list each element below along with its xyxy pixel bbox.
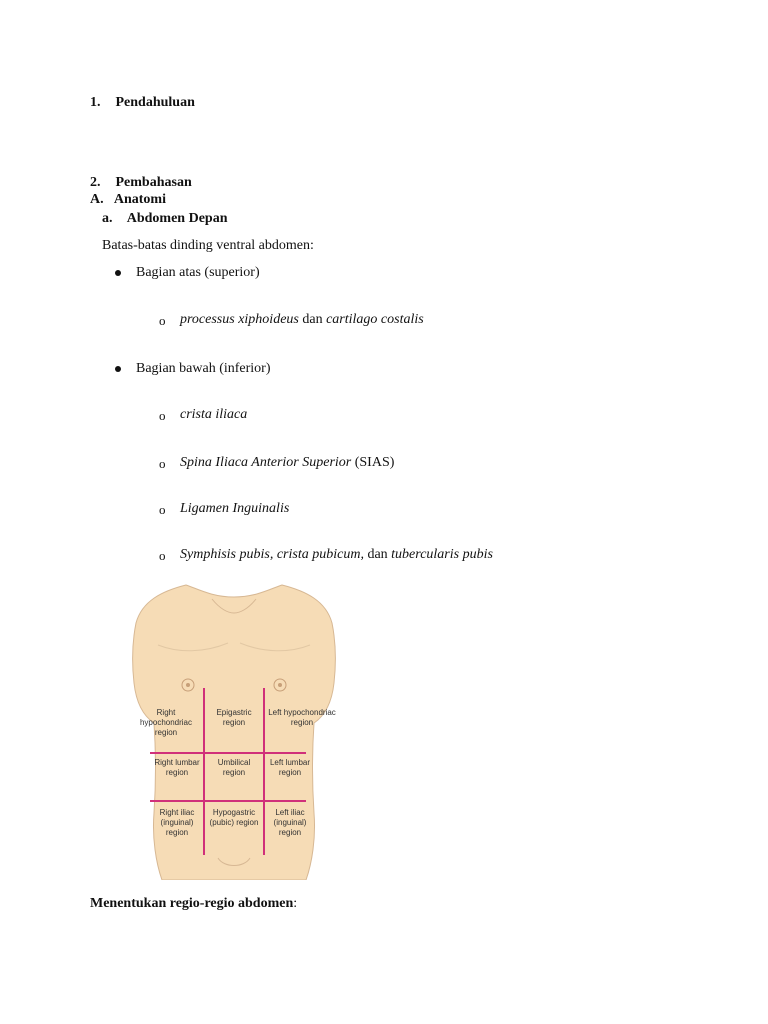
region-right-hypochondriac: Right hypochondriac region [139, 708, 193, 737]
abdomen-regions-figure: Right hypochondriac region Epigastric re… [128, 583, 340, 881]
regions-heading: Menentukan regio-regio abdomen: [90, 896, 297, 912]
region-umbilical: Umbilical region [217, 758, 251, 777]
nipple-right-icon [273, 678, 287, 692]
section-1-heading: 1. Pendahuluan [90, 95, 195, 111]
nipple-left-icon [181, 678, 195, 692]
region-grid-lines [150, 688, 306, 855]
intro-text: Batas-batas dinding ventral abdomen: [102, 238, 314, 253]
region-right-lumbar: Right lumbar region [154, 758, 200, 777]
circle-bullet-icon: o [159, 313, 166, 328]
region-hypogastric: Hypogastric (pubic) region [209, 808, 259, 827]
superior-item-1-a: processus xiphoideus [180, 312, 299, 327]
regions-heading-colon: : [293, 896, 298, 911]
superior-item-1-b: dan [298, 312, 327, 327]
circle-bullet-icon: o [159, 502, 166, 517]
inferior-label: Bagian bawah (inferior) [136, 361, 271, 376]
subsection-a-number: a. [102, 211, 113, 226]
inferior-item-4: Symphisis pubis, crista pubicum, dan tub… [180, 547, 493, 563]
region-left-hypochondriac: Left hypochondriac region [268, 708, 336, 727]
torso-shape [132, 584, 336, 881]
section-2-number: 2. [90, 175, 101, 190]
region-right-iliac: Right iliac (inguinal) region [159, 808, 195, 837]
inferior-item-2: Spina Iliaca Anterior Superior (SIAS) [180, 455, 394, 471]
region-epigastric: Epigastric region [216, 708, 252, 727]
region-left-iliac: Left iliac (inguinal) region [273, 808, 307, 837]
circle-bullet-icon: o [159, 456, 166, 471]
bullet-icon [115, 366, 121, 372]
superior-label: Bagian atas (superior) [136, 265, 260, 280]
superior-item-1-c: cartilago costalis [326, 312, 424, 327]
inferior-item-2-a: Spina Iliaca Anterior Superior [180, 455, 352, 470]
section-a-number: A. [90, 192, 104, 207]
inferior-item-2-b: (SIAS) [351, 455, 395, 470]
section-a-title: Anatomi [113, 192, 166, 207]
inferior-item-4-a: Symphisis pubis, crista pubicum, [180, 547, 364, 562]
section-1-title: Pendahuluan [115, 95, 195, 110]
circle-bullet-icon: o [159, 548, 166, 563]
regions-heading-bold: Menentukan regio-regio abdomen [90, 896, 294, 911]
section-1-number: 1. [90, 95, 101, 110]
inferior-item-4-b: dan [363, 547, 392, 562]
region-left-lumbar: Left lumbar region [269, 758, 311, 777]
superior-item-1: processus xiphoideus dan cartilago costa… [180, 312, 424, 328]
inferior-item-4-c: tubercularis pubis [391, 547, 493, 562]
inferior-item-3: Ligamen Inguinalis [180, 501, 290, 516]
section-a-heading: A. Anatomi [90, 192, 166, 208]
circle-bullet-icon: o [159, 408, 166, 423]
inferior-item-1: crista iliaca [180, 407, 248, 422]
bullet-icon [115, 270, 121, 276]
torso-illustration [132, 584, 336, 881]
subsection-a-title: Abdomen Depan [126, 211, 228, 226]
section-2-title: Pembahasan [115, 175, 192, 190]
subsection-a-heading: a. Abdomen Depan [102, 211, 227, 227]
section-2-heading: 2. Pembahasan [90, 175, 192, 191]
